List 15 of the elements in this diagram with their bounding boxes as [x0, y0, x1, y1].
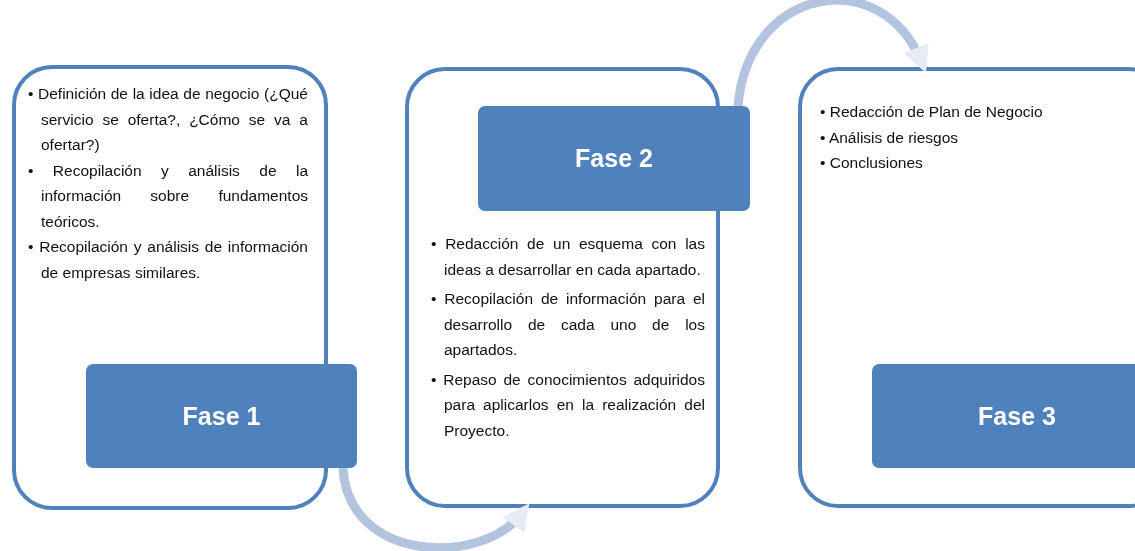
bullet-item: • Recopilación de información para el desarrollo de cada uno de los apartados. — [431, 289, 705, 360]
phase-box: Fase 1 — [86, 364, 357, 468]
curved-arrow — [733, 0, 928, 107]
bullet-item: • Repaso de conocimientos adquiridos para aplicarlos en la realización del Proyecto. — [431, 369, 705, 441]
bullet-item: • Redacción de Plan de Negocio — [820, 102, 1044, 122]
bullet-item: • Análisis de riesgos — [820, 127, 960, 148]
phase-box: Fase 2 — [478, 106, 750, 211]
bullet-item: • Definición de la idea de negocio (¿Qué servicio se oferta?, ¿Cómo se va a ofertar?) — [28, 84, 308, 155]
curved-arrow — [338, 467, 531, 551]
bullet-item: • Recopilación y análisis de la información sobre fundamentos teóricos. — [28, 160, 308, 232]
phase-card — [798, 67, 1135, 508]
bullet-item: • Recopilación y análisis de información de empresas similares. — [28, 237, 308, 283]
bullet-item: • Conclusiones — [820, 153, 924, 173]
phase-box: Fase 3 — [872, 364, 1135, 468]
bullet-item: • Redacción de un esquema con las ideas a desarrollar en cada apartado. — [431, 234, 705, 280]
